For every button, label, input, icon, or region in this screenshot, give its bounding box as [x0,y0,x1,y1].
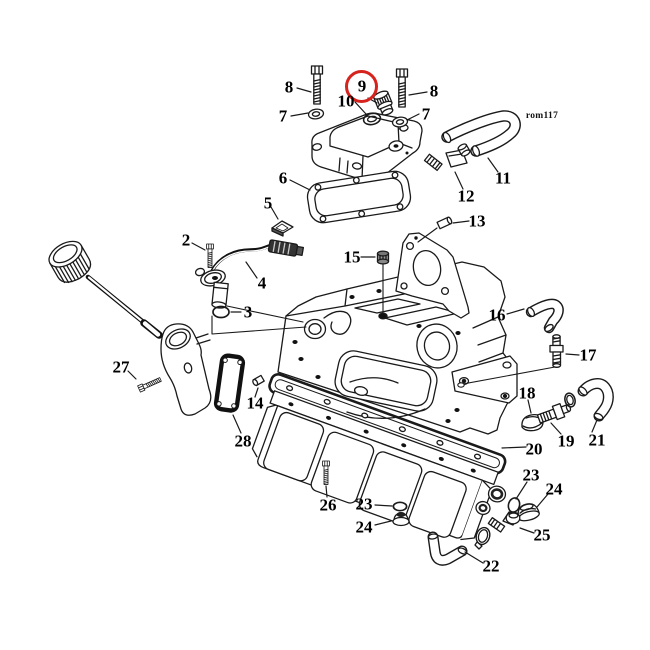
highlight-circle [345,70,378,103]
vent-screw [373,90,394,116]
elbow-fitting-25 [487,511,521,533]
plug-15 [376,250,390,265]
callout-16[interactable]: 16 [488,305,506,325]
callout-7-left[interactable]: 7 [278,106,288,126]
callout-5[interactable]: 5 [263,193,273,213]
callout-18[interactable]: 18 [518,383,536,403]
callout-12[interactable]: 12 [457,186,475,206]
hose-clamp-19 [564,392,576,408]
hose-clamp-22 [474,526,491,550]
callout-28[interactable]: 28 [234,431,252,451]
dowel-14 [252,374,265,387]
callout-7-right[interactable]: 7 [421,104,431,124]
callout-20[interactable]: 20 [525,439,543,459]
pin-13 [436,216,453,230]
top-cover [311,112,423,182]
dipstick [48,240,163,339]
callout-8-left[interactable]: 8 [284,77,294,97]
callout-24-right[interactable]: 24 [545,479,563,499]
mounting-bracket-plate [395,232,470,319]
filler-spout [160,323,212,416]
hose-22 [427,531,468,566]
callout-6[interactable]: 6 [278,168,288,188]
leader-lines [127,87,598,564]
callout-8-right[interactable]: 8 [429,81,439,101]
bolt-8-right [395,68,409,108]
callout-26[interactable]: 26 [319,495,337,515]
callout-23-left[interactable]: 23 [355,494,373,514]
callout-14[interactable]: 14 [246,393,264,413]
bolt-26 [322,460,330,485]
callout-22[interactable]: 22 [482,556,500,576]
spout-gasket [213,353,246,413]
callout-27[interactable]: 27 [112,357,130,377]
fitting-19 [536,403,572,424]
cover-gasket [306,170,412,224]
callout-13[interactable]: 13 [468,211,486,231]
callout-17[interactable]: 17 [579,345,597,365]
elbow-fitting-12 [423,143,471,172]
callout-25[interactable]: 25 [533,525,551,545]
o-ring-10 [362,112,382,126]
magnet [271,220,294,237]
washer-7-left [307,107,325,121]
plug-24-left [392,511,410,527]
fitting-17 [549,334,564,368]
callout-10[interactable]: 10 [337,91,355,111]
o-ring-23-left [392,501,408,512]
oil-pan [251,390,499,541]
callout-23-right[interactable]: 23 [522,465,540,485]
figure-code: rom117 [525,111,559,121]
callout-11[interactable]: 11 [494,168,512,188]
callout-2[interactable]: 2 [181,230,191,250]
callout-19[interactable]: 19 [557,431,575,451]
speed-sensor [194,239,305,309]
callout-4[interactable]: 4 [257,273,267,293]
o-ring-3 [212,305,230,319]
bolt-27 [137,375,163,393]
callout-24-left[interactable]: 24 [355,517,373,537]
callout-21[interactable]: 21 [588,430,606,450]
install-lines [211,227,556,388]
hose-11 [441,110,521,157]
pan-fitting-bosses [475,485,507,516]
callout-3[interactable]: 3 [243,302,253,322]
bolt-2 [206,243,214,268]
hose-16 [525,298,564,334]
hose-21 [577,378,614,422]
callout-15[interactable]: 15 [343,247,361,267]
bolt-8-left [310,65,324,105]
callout-9[interactable]: 9 [357,76,367,96]
